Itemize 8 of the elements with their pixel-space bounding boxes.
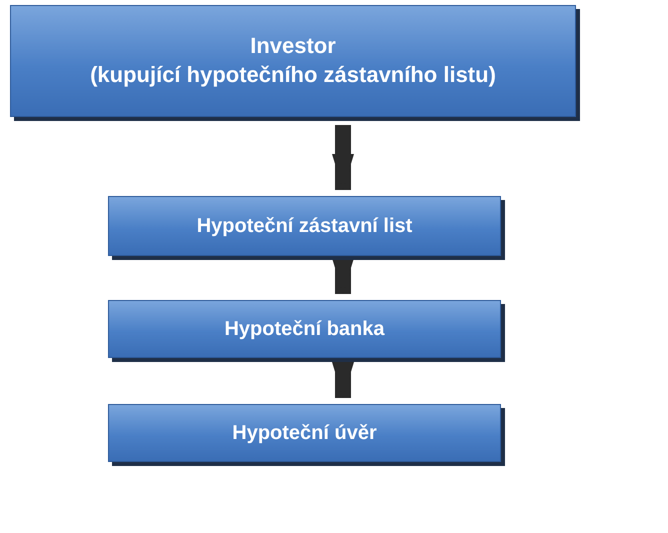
box-text: (kupující hypotečního zástavního listu) [90, 61, 496, 89]
box-text: Hypoteční úvěr [232, 421, 377, 446]
block-arrow [332, 125, 354, 190]
block-arrow [332, 258, 354, 294]
box-text: Investor [250, 32, 336, 60]
box-text: Hypoteční zástavní list [196, 214, 412, 239]
block-arrow [332, 362, 354, 398]
box-text: Hypoteční banka [224, 317, 385, 342]
